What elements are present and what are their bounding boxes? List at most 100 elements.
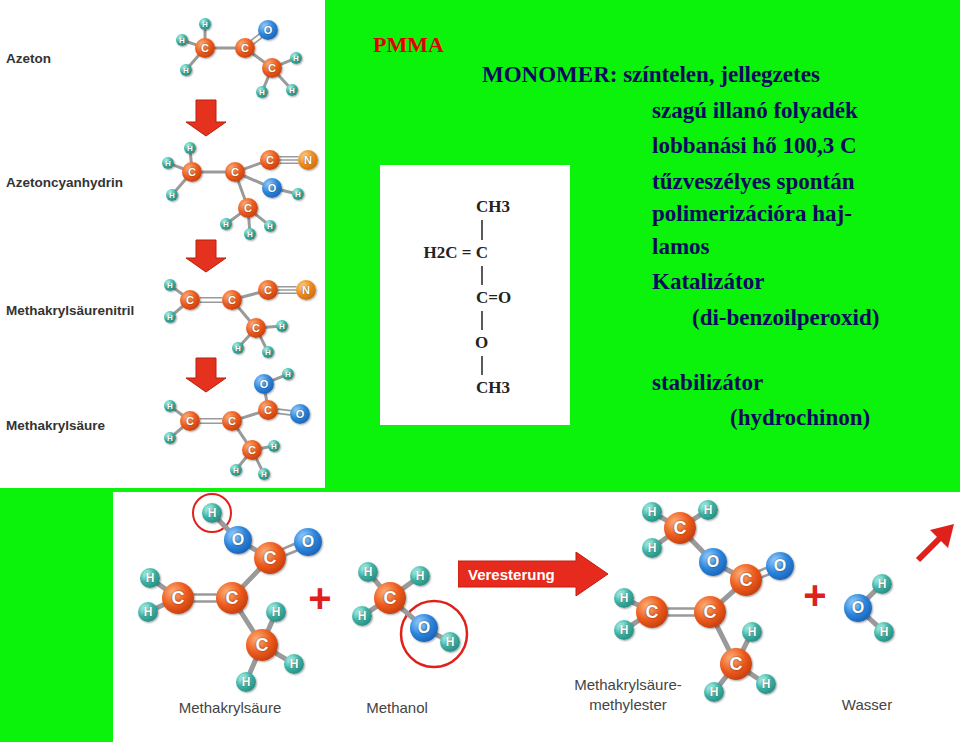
chemical-bond — [278, 409, 291, 415]
atom-ball: H — [164, 432, 176, 444]
atom-ball: C — [374, 582, 406, 614]
atom-symbol: H — [262, 346, 274, 358]
atom-symbol: C — [258, 400, 278, 420]
chemical-bond — [200, 298, 222, 302]
atom-ball: H — [180, 64, 192, 76]
atom-symbol: H — [264, 220, 276, 232]
atom-symbol: H — [756, 674, 776, 694]
atom-ball: C — [258, 400, 278, 420]
atom-symbol: C — [238, 198, 258, 218]
atom-symbol: H — [642, 538, 662, 558]
property-text: (hydrochinon) — [730, 405, 870, 431]
atom-ball: O — [262, 178, 282, 198]
atom-ball: O — [224, 526, 252, 554]
chemical-bond — [189, 154, 193, 162]
atom-ball: O — [410, 614, 438, 642]
atom-ball: C — [242, 440, 262, 460]
atom-symbol: H — [290, 52, 302, 64]
atom-symbol: H — [440, 632, 460, 652]
formula-bonds — [380, 165, 570, 425]
atom-symbol: C — [242, 440, 262, 460]
atom-symbol: O — [766, 552, 794, 580]
atom-ball: H — [290, 52, 302, 64]
atom-symbol: C — [195, 38, 215, 58]
atom-ball: N — [298, 150, 318, 170]
atom-symbol: H — [742, 622, 762, 642]
reaction-down-arrow — [186, 358, 226, 392]
atom-ball: H — [256, 86, 268, 98]
chemical-bond — [282, 190, 293, 193]
formula-text: CH3 — [476, 378, 510, 398]
chemical-bond — [242, 293, 259, 298]
atom-ball: C — [222, 290, 242, 310]
atom-ball: C — [182, 162, 202, 182]
atom-symbol: H — [352, 606, 372, 626]
chemical-bond — [202, 171, 225, 174]
atom-symbol: C — [664, 512, 696, 544]
property-text: lobbanási hő 100,3 C — [652, 133, 857, 159]
chemical-bond — [175, 307, 183, 314]
atom-symbol: C — [246, 318, 266, 338]
atom-symbol: C — [180, 290, 200, 310]
atom-ball: N — [296, 280, 316, 300]
atom-symbol: H — [874, 622, 894, 642]
chemical-bond — [280, 157, 298, 164]
atom-symbol: H — [138, 602, 158, 622]
chemical-bond — [215, 47, 235, 50]
atom-symbol: H — [230, 464, 242, 476]
atom-symbol: H — [268, 440, 280, 452]
chemical-bond — [402, 609, 414, 619]
gas-release-arrow-head — [930, 524, 954, 548]
illustration-panel: AzetonAzetoncyanhydrinMethakrylsäurenitr… — [0, 0, 325, 488]
atom-ball: H — [704, 682, 724, 702]
gas-release-arrow — [918, 538, 940, 560]
chemical-bond — [219, 520, 228, 530]
chemical-bond — [238, 429, 247, 442]
chemical-bond — [245, 163, 261, 169]
atom-ball: O — [699, 548, 727, 576]
chemical-bond — [403, 582, 412, 589]
atom-ball: C — [262, 58, 282, 78]
chemical-bond — [200, 419, 222, 423]
atom-ball: C — [636, 596, 668, 628]
plus-sign: + — [803, 573, 826, 618]
atom-ball: H — [284, 654, 304, 674]
atom-ball: H — [162, 157, 174, 169]
title: PMMA — [373, 32, 444, 58]
chemical-bond — [242, 413, 259, 418]
atom-ball: H — [358, 562, 378, 582]
atom-ball: H — [872, 574, 892, 594]
atom-ball: H — [266, 602, 286, 622]
atom-ball: H — [282, 368, 294, 380]
chemical-bond — [194, 595, 216, 602]
atom-ball: O — [844, 594, 872, 622]
atom-ball: H — [244, 228, 256, 240]
atom-symbol: O — [294, 528, 322, 556]
atom-ball: H — [164, 400, 176, 412]
atom-symbol: C — [262, 58, 282, 78]
atom-symbol: O — [258, 20, 278, 40]
chemical-bond — [241, 612, 254, 632]
chemical-bond — [749, 673, 757, 679]
atom-ball: H — [756, 674, 776, 694]
chemical-bond — [268, 621, 272, 630]
formula-text: CH3 — [476, 197, 510, 217]
atom-symbol: C — [222, 290, 242, 310]
atom-symbol: H — [872, 574, 892, 594]
formula-bond-line — [481, 356, 483, 375]
atom-symbol: C — [216, 582, 248, 614]
chemical-bond — [668, 609, 694, 616]
atom-ball: C — [260, 150, 280, 170]
chemical-bond — [238, 181, 244, 198]
atom-symbol: N — [298, 150, 318, 170]
atom-symbol: C — [636, 596, 668, 628]
chemical-bond — [204, 30, 207, 38]
chemical-bond — [266, 325, 276, 329]
atom-ball: H — [140, 568, 160, 588]
atom-ball: H — [184, 142, 196, 154]
atom-symbol: N — [296, 280, 316, 300]
atom-ball: O — [254, 374, 274, 394]
chemical-bond — [256, 214, 266, 222]
atom-symbol: C — [235, 38, 255, 58]
atom-symbol: H — [164, 432, 176, 444]
